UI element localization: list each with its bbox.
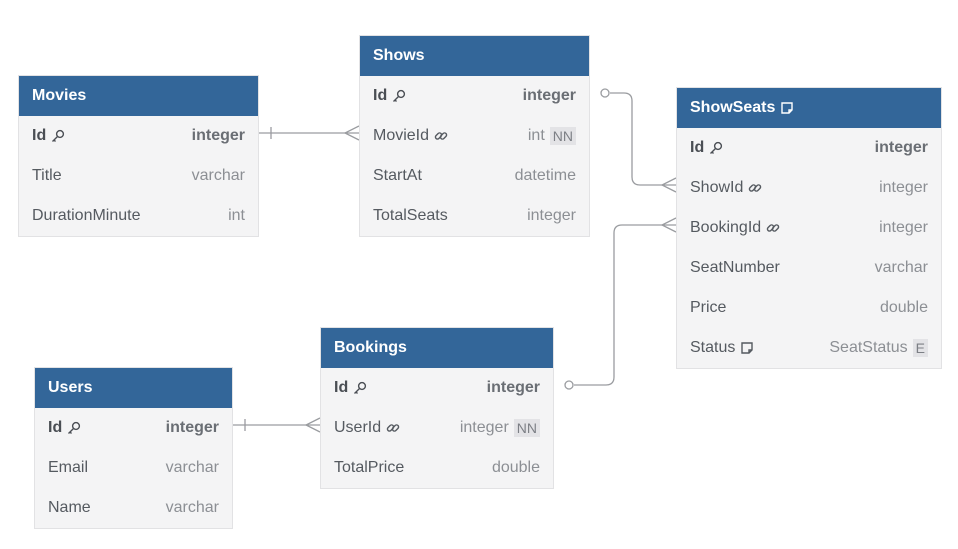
field-type: varchar [165,499,219,516]
table-row[interactable]: Id integer [321,368,553,408]
table-row[interactable]: ShowId integer [677,168,941,208]
link-icon [748,181,762,195]
field-type: integer [191,127,245,144]
table-row[interactable]: Name varchar [35,488,232,528]
key-icon [709,141,723,155]
field-type: int [228,207,245,224]
table-title: Movies [32,87,87,104]
table-row[interactable]: Id integer [35,408,232,448]
table-row[interactable]: TotalPrice double [321,448,553,488]
table-users[interactable]: Users Id integer Email varchar Name varc… [34,367,233,529]
not-null-badge: NN [513,419,540,437]
table-row[interactable]: Id integer [677,128,941,168]
field-name: Id [690,139,705,156]
field-name: DurationMinute [32,207,141,224]
field-type: varchar [874,259,928,276]
link-icon [766,221,780,235]
table-row[interactable]: Id integer [19,116,258,156]
field-type: integer [879,179,928,196]
table-row[interactable]: DurationMinute int [19,196,258,236]
field-type: varchar [165,459,219,476]
note-icon[interactable] [780,101,794,115]
field-type: double [491,459,540,476]
key-icon [392,89,406,103]
link-users-bookings[interactable] [233,417,321,433]
field-name: Id [32,127,47,144]
field-name: TotalPrice [334,459,405,476]
table-header[interactable]: ShowSeats [677,88,941,128]
field-name: BookingId [690,219,762,236]
table-row[interactable]: SeatNumber varchar [677,248,941,288]
field-type: integer [874,139,928,156]
link-shows-showseats[interactable] [600,88,677,193]
field-name: MovieId [373,127,430,144]
key-icon [51,129,65,143]
table-header[interactable]: Bookings [321,328,553,368]
field-type: integer [527,207,576,224]
field-type: datetime [514,167,576,184]
field-name: Title [32,167,62,184]
field-name: UserId [334,419,382,436]
field-name: Id [373,87,388,104]
field-type: integer [165,419,219,436]
field-name: Price [690,299,727,316]
enum-badge: E [912,339,928,357]
field-type: varchar [191,167,245,184]
field-name: ShowId [690,179,744,196]
table-showseats[interactable]: ShowSeats Id integer ShowId integer Book… [676,87,942,369]
table-row[interactable]: Id integer [360,76,589,116]
table-title: Shows [373,47,425,64]
field-type: integer [486,379,540,396]
table-row[interactable]: Price double [677,288,941,328]
field-name: TotalSeats [373,207,448,224]
table-row[interactable]: BookingId integer [677,208,941,248]
field-type: integer [522,87,576,104]
field-name: Status [690,339,736,356]
field-name: Email [48,459,89,476]
link-bookings-showseats[interactable] [564,217,677,390]
link-movies-shows[interactable] [259,125,360,141]
field-name: SeatNumber [690,259,780,276]
field-name: Name [48,499,91,516]
note-icon[interactable] [740,341,754,355]
field-name: Id [334,379,349,396]
field-type: SeatStatus [829,339,908,356]
table-title: Bookings [334,339,407,356]
table-header[interactable]: Shows [360,36,589,76]
table-title: ShowSeats [690,99,776,116]
field-name: StartAt [373,167,422,184]
link-icon [386,421,400,435]
table-header[interactable]: Users [35,368,232,408]
table-header[interactable]: Movies [19,76,258,116]
field-type: integer [879,219,928,236]
link-icon [434,129,448,143]
key-icon [353,381,367,395]
table-row[interactable]: Title varchar [19,156,258,196]
table-movies[interactable]: Movies Id integer Title varchar Duration… [18,75,259,237]
table-row[interactable]: Email varchar [35,448,232,488]
field-type: int [527,127,545,144]
table-row[interactable]: StartAt datetime [360,156,589,196]
table-title: Users [48,379,93,396]
field-name: Id [48,419,63,436]
table-row[interactable]: TotalSeats integer [360,196,589,236]
field-type: integer [459,419,509,436]
key-icon [67,421,81,435]
not-null-badge: NN [549,127,576,145]
field-type: double [879,299,928,316]
